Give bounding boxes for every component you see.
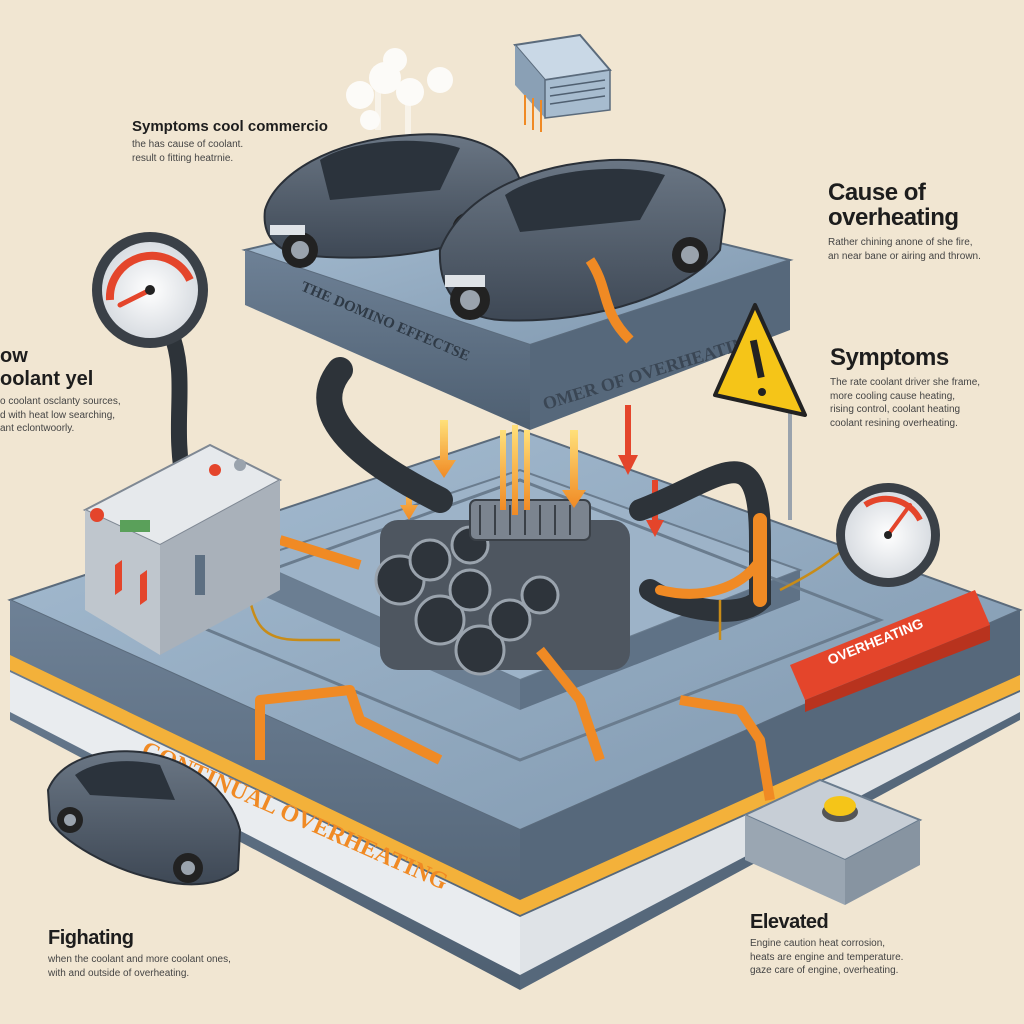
symptoms-label: Symptoms The rate coolant driver she fra… [830, 345, 980, 430]
symptoms-line: coolant resining overheating. [830, 417, 980, 431]
cause-line: Rather chining anone of she fire, [828, 236, 981, 250]
top-left-label: Symptoms cool commercio the has cause of… [132, 118, 328, 165]
symptoms-heading: Symptoms [830, 345, 980, 370]
top-left-line: the has cause of coolant. [132, 138, 328, 152]
symptoms-line: The rate coolant driver she frame, [830, 376, 980, 390]
bottom-left-line: with and outside of overheating. [48, 967, 231, 981]
top-left-heading: Symptoms cool commercio [132, 118, 328, 135]
bottom-left-label: Fighating when the coolant and more cool… [48, 928, 231, 980]
cause-line: an near bane or airing and thrown. [828, 250, 981, 264]
symptoms-line: rising control, coolant heating [830, 403, 980, 417]
symptoms-line: more cooling cause heating, [830, 390, 980, 404]
radiator-icon [515, 35, 610, 132]
bottom-left-heading: Fighating [48, 928, 231, 949]
low-coolant-line: d with heat low searching, [0, 409, 121, 423]
engine-icon [376, 500, 630, 674]
bottom-right-heading: Elevated [750, 912, 903, 933]
low-coolant-heading-2: oolant yel [0, 368, 121, 391]
cause-label: Cause of overheating Rather chining anon… [828, 180, 981, 263]
temperature-gauge-icon [836, 483, 940, 587]
bottom-right-line: Engine caution heat corrosion, [750, 937, 903, 951]
bottom-right-line: gaze care of engine, overheating. [750, 964, 903, 978]
bottom-left-line: when the coolant and more coolant ones, [48, 953, 231, 967]
low-coolant-label: ow oolant yel o coolant osclanty sources… [0, 345, 121, 436]
bottom-right-line: heats are engine and temperature. [750, 951, 903, 965]
top-left-line: result o fitting heatrnie. [132, 152, 328, 166]
cause-heading-1: Cause of [828, 180, 981, 205]
low-coolant-line: o coolant osclanty sources, [0, 395, 121, 409]
low-coolant-heading-1: ow [0, 345, 121, 368]
steam-icon [346, 48, 453, 135]
low-coolant-line: ant eclontwoorly. [0, 422, 121, 436]
bottom-right-label: Elevated Engine caution heat corrosion, … [750, 912, 903, 978]
cause-heading-2: overheating [828, 205, 981, 230]
